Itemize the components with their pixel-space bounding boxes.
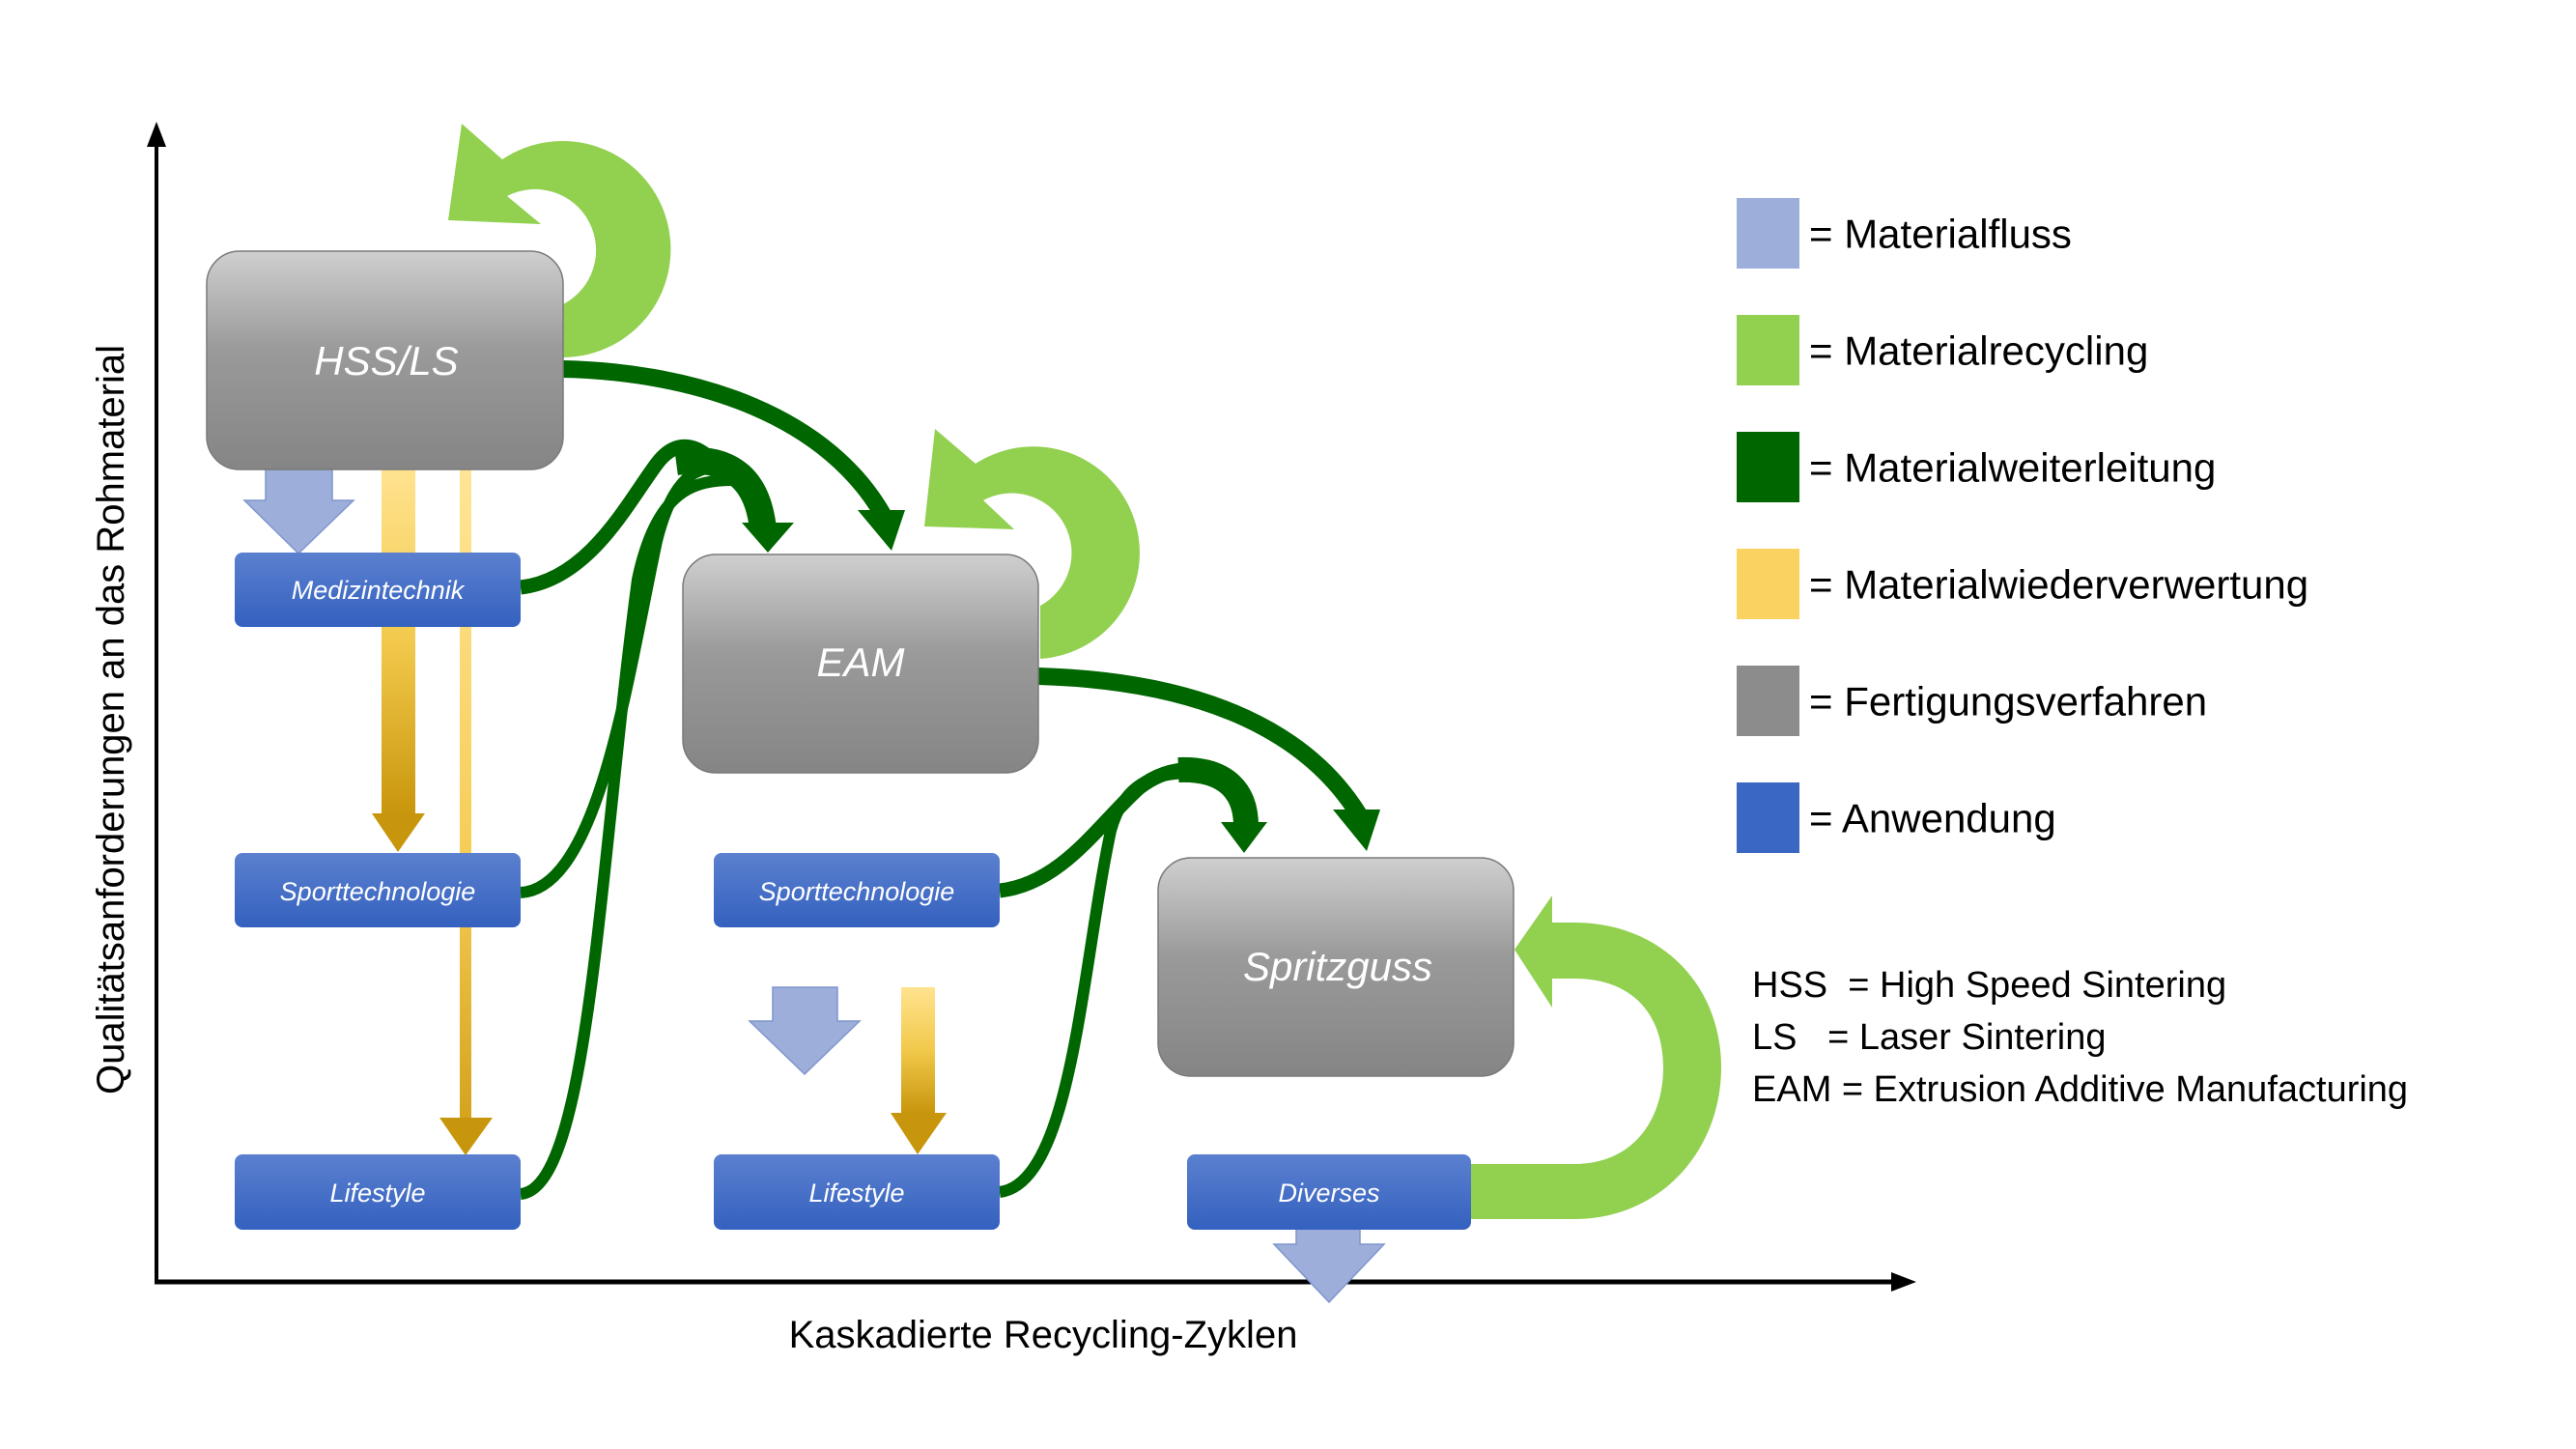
forward-lifestyle2-spritz [998,767,1199,1198]
arrowhead-merge-spritz [1221,822,1267,853]
legend-swatch [1737,666,1799,736]
process-label-hss: HSS/LS [314,338,458,384]
app-label: Lifestyle [808,1179,904,1208]
recycle-loop-spritz [1471,895,1721,1219]
legend-item: = Materialweiterleitung [1737,432,2216,502]
forward-merge-eam [674,446,777,531]
app-label: Lifestyle [329,1179,425,1208]
app-node-col1-lifestyle[interactable]: Lifestyle [235,1154,521,1230]
arrowhead-hss-eam [858,510,905,551]
recycle-loop-hss [448,124,671,357]
app-label: Sporttechnologie [280,877,476,906]
abbreviations: HSS = High Speed Sintering LS = Laser Si… [1752,965,2408,1110]
legend-swatch [1737,198,1799,269]
axes: Kaskadierte Recycling-Zyklen Qualitätsan… [90,122,1916,1356]
forward-eam-spritz [1037,668,1372,828]
legend-swatch [1737,782,1799,853]
reuse-bar-hss-sport [382,469,415,815]
legend-swatch [1737,315,1799,385]
flow-arrow-hss-medizin [242,469,355,555]
weiterleitung-arrows [519,360,1372,1200]
legend-label: = Materialrecycling [1809,328,2148,374]
reuse-arrowhead-hss-lifestyle [439,1118,493,1155]
reuse-arrowhead-hss-sport [372,813,425,852]
legend-label: = Fertigungsverfahren [1809,679,2207,724]
legend-item: = Materialrecycling [1737,315,2148,385]
y-axis-arrowhead [147,122,166,147]
arrowhead-eam-spritz [1333,810,1380,851]
app-node-col1-sporttechnologie[interactable]: Sporttechnologie [235,853,521,927]
legend-swatch [1737,432,1799,502]
x-axis-arrowhead [1891,1272,1916,1292]
arrowhead-merge-eam [742,523,794,553]
legend-label: = Materialwiederverwertung [1809,562,2308,608]
wiederverwertung-arrows [372,469,947,1155]
forward-sport1-eam [520,460,735,898]
process-node-spritzguss[interactable]: Spritzguss [1157,857,1514,1077]
legend: = Materialfluss = Materialrecycling = Mate… [1737,198,2308,853]
legend-label: = Materialweiterleitung [1809,445,2216,491]
process-nodes: HSS/LS EAM Spritzguss [206,250,1514,1077]
x-axis-label: Kaskadierte Recycling-Zyklen [789,1314,1298,1356]
app-label: Diverses [1278,1179,1379,1208]
legend-item: = Materialwiederverwertung [1737,549,2308,619]
y-axis-label: Qualitätsanforderungen an das Rohmateria… [90,345,132,1094]
app-label: Medizintechnik [292,576,466,605]
app-node-col1-medizintechnik[interactable]: Medizintechnik [235,553,521,627]
app-node-col2-sporttechnologie[interactable]: Sporttechnologie [714,853,1000,927]
process-label-spritzguss: Spritzguss [1243,944,1432,989]
abbreviation-eam: EAM = Extrusion Additive Manufacturing [1752,1069,2408,1110]
application-nodes: Medizintechnik Sporttechnologie Lifestyl… [235,553,1471,1230]
process-label-eam: EAM [816,639,904,685]
legend-item: = Fertigungsverfahren [1737,666,2207,736]
process-node-eam[interactable]: EAM [682,554,1039,774]
legend-item: = Materialfluss [1737,198,2072,269]
app-node-col3-diverses[interactable]: Diverses [1187,1154,1471,1230]
flow-arrow-eam-sport [748,986,862,1076]
forward-hss-eam [562,360,894,526]
reuse-bar-hss-lifestyle [460,469,471,1126]
legend-item: = Anwendung [1737,782,2056,853]
materialfluss-arrows [242,469,1386,1304]
app-label: Sporttechnologie [759,877,955,906]
abbreviation-hss: HSS = High Speed Sintering [1752,965,2226,1006]
abbreviation-ls: LS = Laser Sintering [1752,1017,2107,1058]
legend-swatch [1737,549,1799,619]
process-node-hss[interactable]: HSS/LS [206,250,564,470]
recycling-arrows [448,124,1721,1219]
reuse-bar-eam-lifestyle [901,987,935,1113]
app-node-col2-lifestyle[interactable]: Lifestyle [714,1154,1000,1230]
weiterleitung-arrowheads [742,510,1380,853]
recycle-loop-eam [924,429,1140,659]
reuse-arrowhead-eam-lifestyle [891,1113,947,1154]
forward-lifestyle1-eam [519,474,735,1200]
legend-label: = Anwendung [1809,796,2056,841]
legend-label: = Materialfluss [1809,212,2072,257]
